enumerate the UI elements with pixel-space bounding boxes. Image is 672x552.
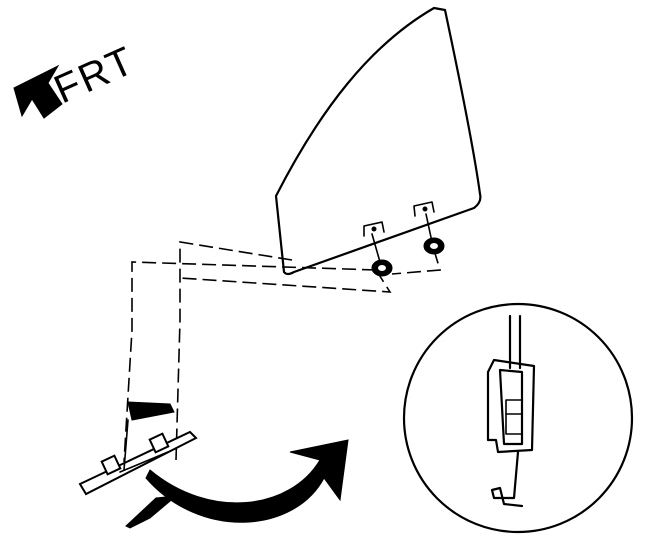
glass-bushing-rear [423, 237, 445, 255]
front-direction-arrow-icon [13, 64, 63, 119]
front-direction-label: FRT [48, 38, 142, 112]
window-regulator-channel [78, 419, 198, 496]
front-direction-indicator: FRT [13, 38, 142, 119]
glass-bushing-front [371, 259, 393, 277]
detail-callout-arrow-icon [145, 439, 349, 523]
door-window-glass [274, 6, 482, 276]
clip-detail-view [402, 302, 634, 534]
alignment-guide-lines [123, 241, 442, 463]
insertion-arrow-upper-icon [127, 401, 175, 421]
insertion-arrow-lower-icon [125, 495, 178, 529]
